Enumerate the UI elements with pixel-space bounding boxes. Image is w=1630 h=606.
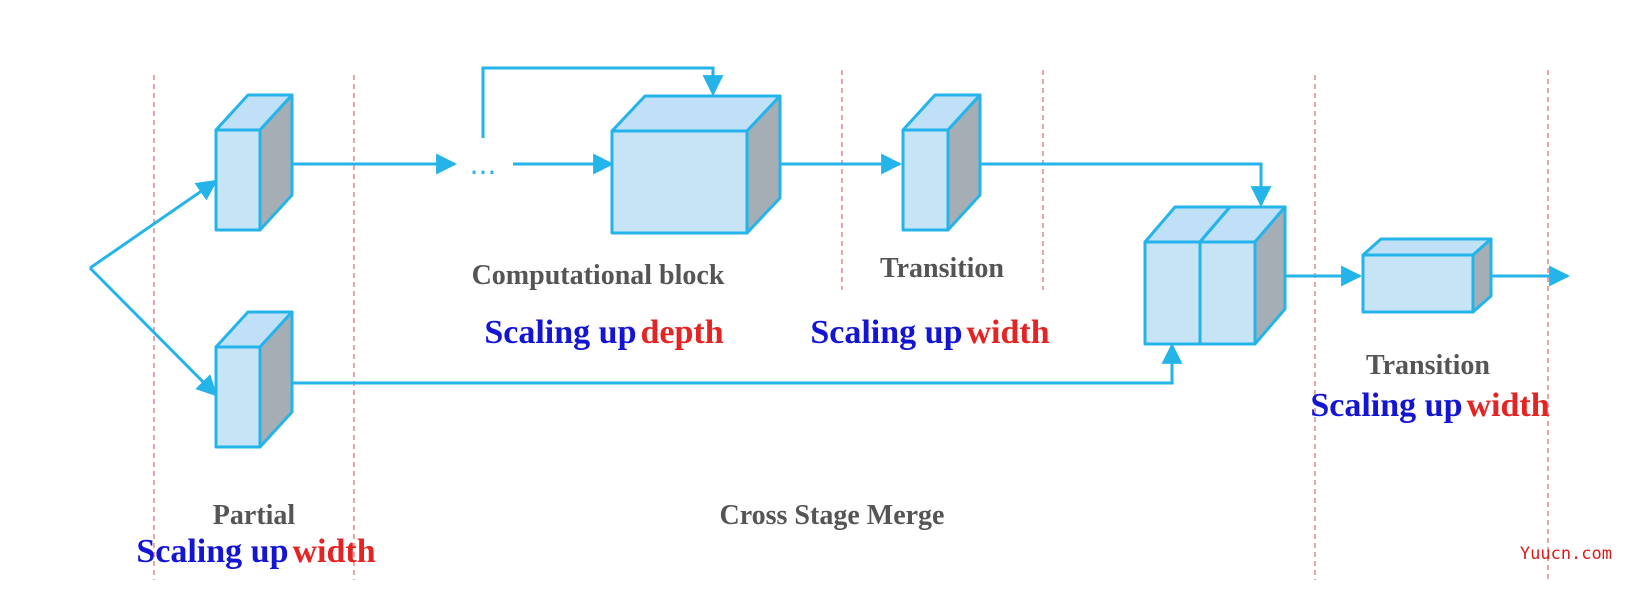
scaling-width-caption-mid: Scaling up width xyxy=(810,314,1049,351)
scaling-width-caption-left: Scaling up width xyxy=(136,533,375,570)
partial-block-bottom xyxy=(214,310,294,449)
block-front-face xyxy=(901,128,950,232)
transition-right-label: Transition xyxy=(1366,350,1490,381)
transition-block-mid xyxy=(901,93,982,232)
blocks xyxy=(214,93,1493,449)
scaling-depth-caption: Scaling up depth xyxy=(484,314,723,351)
ellipsis-icon: ... xyxy=(470,148,497,181)
scaling-up-text: Scaling up xyxy=(136,533,288,570)
scaling-width-caption-right: Scaling up width xyxy=(1310,387,1549,424)
watermark: Yuucn.com xyxy=(1520,544,1612,564)
split-arrow-bottom xyxy=(88,266,218,397)
transition-mid-label: Transition xyxy=(880,253,1004,284)
block-side-face xyxy=(745,94,782,235)
transition-to-merge-arrow xyxy=(967,162,1272,208)
depth-text: depth xyxy=(640,314,723,351)
scaling-up-text: Scaling up xyxy=(810,314,962,351)
stage-dividers xyxy=(153,70,1549,580)
partial-label: Partial xyxy=(213,500,296,531)
cross-stage-merge-label: Cross Stage Merge xyxy=(720,500,945,531)
block-front-face xyxy=(1361,253,1475,314)
block-front-face xyxy=(610,129,749,235)
skip-connection-arrow xyxy=(481,66,724,138)
scaling-up-text: Scaling up xyxy=(484,314,636,351)
width-text: width xyxy=(292,533,375,570)
block-side-face xyxy=(946,93,982,232)
partial-block-top xyxy=(214,93,294,232)
scaling-up-text: Scaling up xyxy=(1310,387,1462,424)
block-front-face xyxy=(1198,240,1257,346)
computational-block xyxy=(610,94,782,235)
block-side-face xyxy=(258,310,294,449)
width-text: width xyxy=(1466,387,1549,424)
block-front-face xyxy=(1143,240,1202,346)
computational-block-label: Computational block xyxy=(472,260,725,291)
block-side-face xyxy=(1253,205,1287,346)
width-text: width xyxy=(966,314,1049,351)
split-arrow-top xyxy=(89,179,218,270)
partial-bottom-to-merge-arrow xyxy=(276,342,1183,385)
merge-block-right xyxy=(1198,205,1287,346)
block-side-face xyxy=(1471,237,1493,314)
block-front-face xyxy=(214,345,262,449)
block-top-face xyxy=(1361,237,1493,257)
transition-block-right xyxy=(1361,237,1493,314)
connections xyxy=(88,66,1571,397)
block-front-face xyxy=(214,128,262,232)
block-side-face xyxy=(258,93,294,232)
